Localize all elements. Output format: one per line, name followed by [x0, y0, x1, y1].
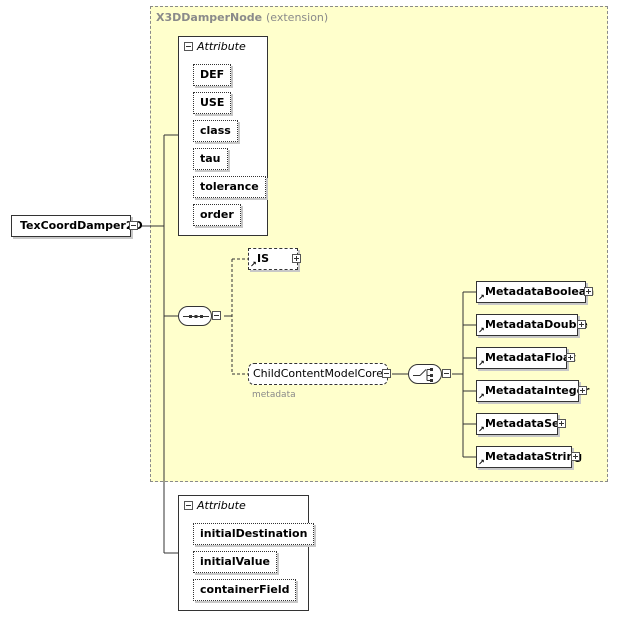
metadata-element-label: MetadataFloat	[485, 351, 576, 364]
expand-icon[interactable]	[557, 419, 566, 428]
collapse-icon[interactable]	[184, 42, 193, 51]
collapse-icon[interactable]	[129, 221, 138, 230]
group-reference[interactable]: ChildContentModelCore	[248, 363, 388, 385]
metadata-element-label: MetadataString	[485, 450, 583, 463]
choice-icon	[413, 368, 433, 382]
reference-arrow-icon: ↗	[478, 458, 485, 467]
reference-arrow-icon: ↗	[478, 359, 485, 368]
attribute-heading: Attribute	[197, 499, 246, 512]
extension-title: X3DDamperNode (extension)	[156, 11, 328, 24]
reference-arrow-icon: ↗	[478, 392, 485, 401]
metadata-element[interactable]: ↗MetadataString	[476, 446, 582, 468]
is-element[interactable]: ↗ IS	[248, 248, 298, 270]
reference-arrow-icon: ↗	[250, 260, 257, 269]
attribute-item[interactable]: containerField	[193, 579, 297, 601]
expand-icon[interactable]	[577, 320, 586, 329]
attribute-item[interactable]: tau	[193, 148, 228, 170]
metadata-element-label: MetadataInteger	[485, 384, 590, 397]
expand-icon[interactable]	[578, 386, 587, 395]
choice-compositor[interactable]	[408, 364, 442, 384]
root-element[interactable]: TexCoordDamper2D	[11, 215, 143, 237]
group-sublabel: metadata	[252, 390, 296, 400]
reference-arrow-icon: ↗	[478, 425, 485, 434]
metadata-element-label: MetadataDouble	[485, 318, 588, 331]
metadata-element[interactable]: ↗MetadataSet	[476, 413, 565, 435]
expand-icon[interactable]	[584, 287, 593, 296]
attribute-item[interactable]: class	[193, 120, 238, 142]
reference-arrow-icon: ↗	[478, 293, 485, 302]
attribute-item[interactable]: order	[193, 204, 241, 226]
extension-name: X3DDamperNode	[156, 11, 263, 24]
group-label: ChildContentModelCore	[253, 367, 383, 380]
attribute-item[interactable]: USE	[193, 92, 232, 114]
metadata-element[interactable]: ↗MetadataBoolean	[476, 281, 594, 303]
metadata-element-label: MetadataBoolean	[485, 285, 595, 298]
expand-icon[interactable]	[292, 254, 301, 263]
reference-arrow-icon: ↗	[478, 326, 485, 335]
sequence-icon	[183, 315, 209, 318]
metadata-element[interactable]: ↗MetadataInteger	[476, 380, 589, 402]
expand-icon[interactable]	[566, 353, 575, 362]
metadata-element[interactable]: ↗MetadataDouble	[476, 314, 588, 336]
sequence-compositor[interactable]	[178, 306, 212, 326]
attribute-item[interactable]: DEF	[193, 64, 232, 86]
collapse-icon[interactable]	[442, 369, 451, 378]
collapse-icon[interactable]	[212, 311, 221, 320]
expand-icon[interactable]	[571, 452, 580, 461]
attribute-item[interactable]: initialDestination	[193, 523, 315, 545]
root-element-label: TexCoordDamper2D	[20, 219, 143, 232]
attribute-item[interactable]: initialValue	[193, 551, 277, 573]
collapse-icon[interactable]	[382, 369, 391, 378]
is-element-label: IS	[257, 252, 270, 265]
attribute-heading: Attribute	[197, 40, 246, 53]
extension-suffix: (extension)	[265, 11, 329, 24]
metadata-element[interactable]: ↗MetadataFloat	[476, 347, 576, 369]
collapse-icon[interactable]	[184, 501, 193, 510]
attribute-item[interactable]: tolerance	[193, 176, 266, 198]
metadata-element-label: MetadataSet	[485, 417, 565, 430]
